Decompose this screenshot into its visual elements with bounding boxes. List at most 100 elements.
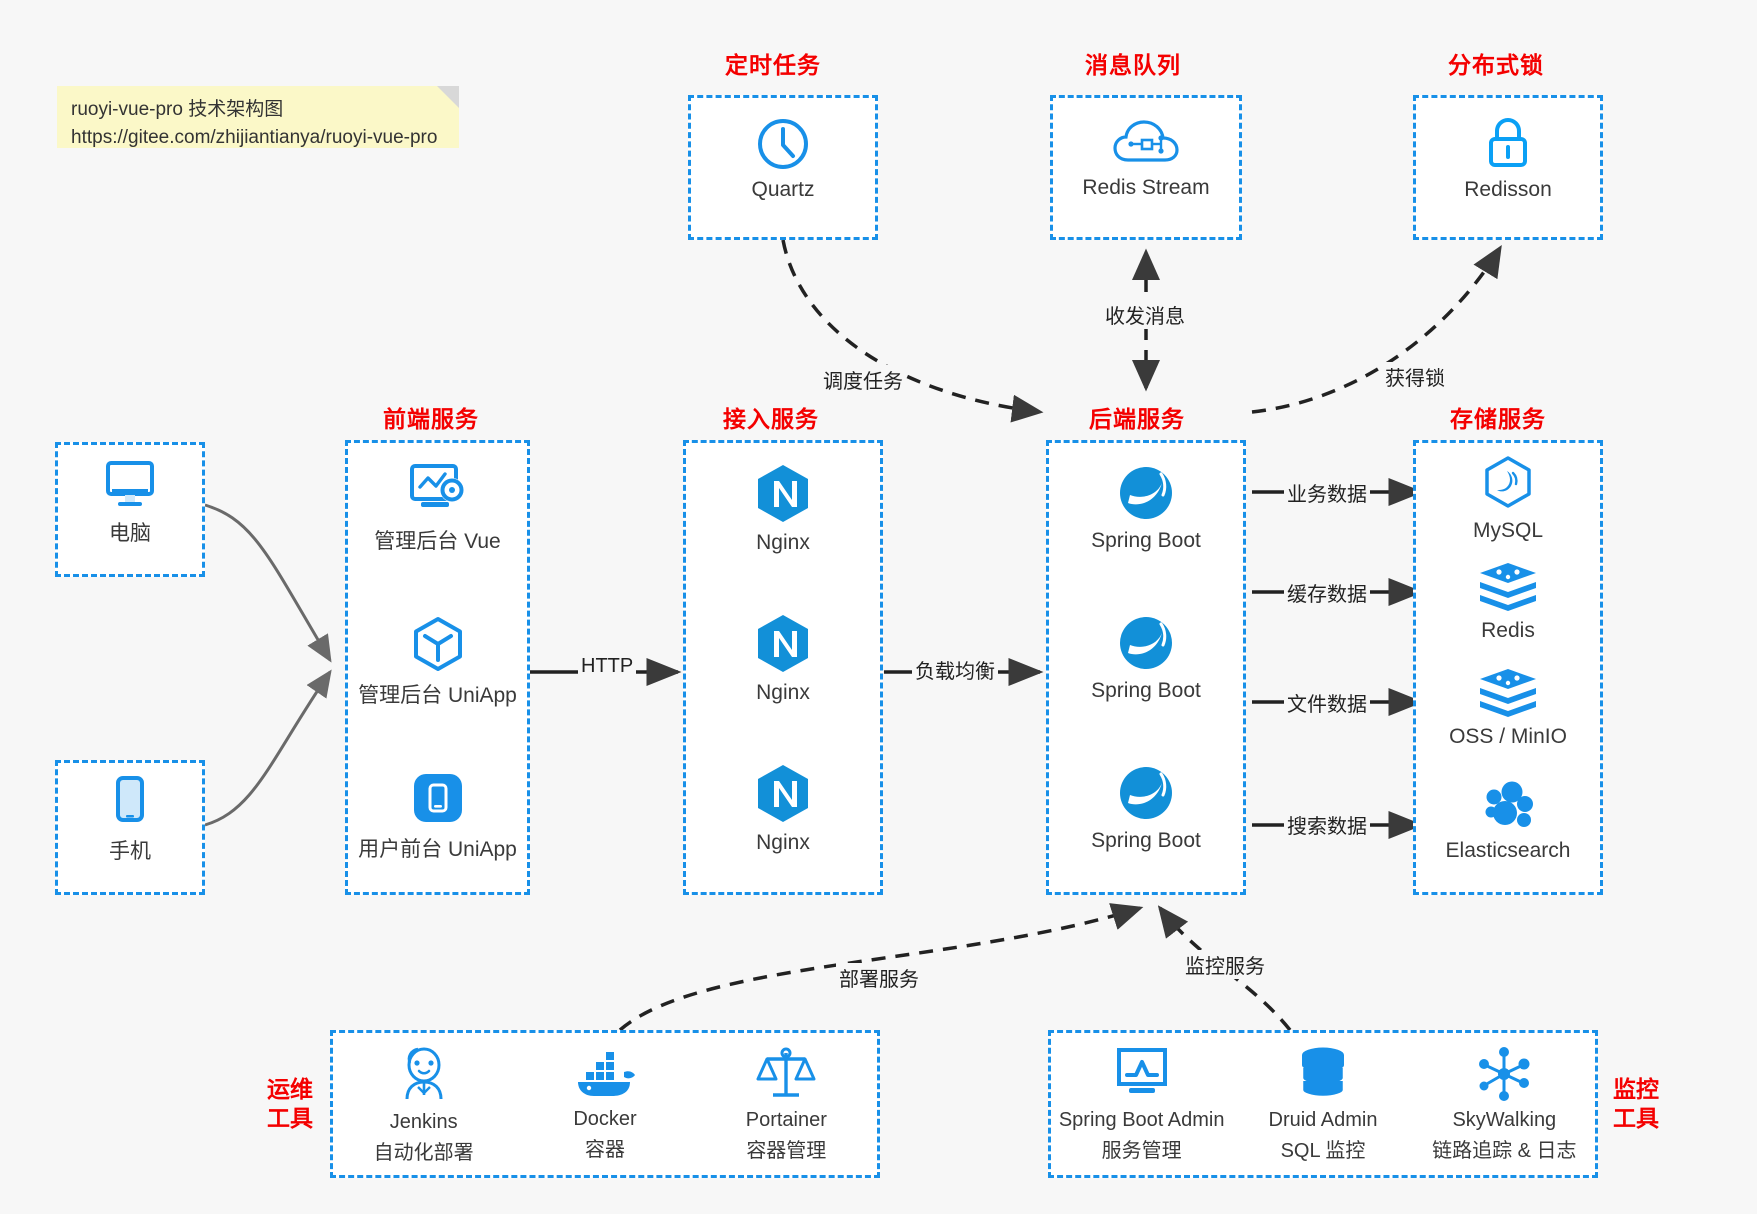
- node-quartz-label: Quartz: [751, 178, 815, 201]
- node-group-storage[interactable]: MySQL Redis OSS / MinIO: [1413, 440, 1603, 895]
- edge-label-search-data: 搜索数据: [1284, 810, 1370, 839]
- node-oss-minio-label: OSS / MinIO: [1449, 725, 1567, 748]
- node-nginx-3-label: Nginx: [756, 831, 810, 854]
- node-druid-admin[interactable]: Druid Admin SQL 监控: [1232, 1045, 1413, 1163]
- group-title-monitor: 监控 工具: [1613, 1076, 1659, 1131]
- dashboard-gear-icon: [409, 464, 464, 507]
- clock-icon: [758, 119, 808, 169]
- node-group-backend[interactable]: Spring Boot Spring Boot Spring Boot: [1046, 440, 1246, 895]
- node-computer[interactable]: 电脑: [55, 442, 205, 577]
- nginx-icon: [758, 615, 808, 672]
- database-icon: [1300, 1047, 1346, 1099]
- node-group-frontend[interactable]: 管理后台 Vue 管理后台 UniApp 用户前台 UniApp: [345, 440, 530, 895]
- node-portainer-label: Portainer: [745, 1109, 827, 1131]
- node-spring-boot-1[interactable]: Spring Boot: [1049, 463, 1243, 553]
- note-line-1: ruoyi-vue-pro 技术架构图: [71, 99, 284, 120]
- node-phone-label: 手机: [109, 840, 151, 863]
- edge-label-load-balance: 负载均衡: [912, 655, 998, 684]
- edge-label-file-data: 文件数据: [1284, 688, 1370, 717]
- node-spring-boot-admin-label: Spring Boot Admin: [1058, 1109, 1225, 1131]
- node-docker[interactable]: Docker 容器: [514, 1046, 695, 1162]
- monitor-icon: [106, 461, 154, 506]
- group-title-gateway: 接入服务: [723, 406, 819, 432]
- node-docker-sublabel: 容器: [584, 1139, 625, 1161]
- node-redisson-label: Redisson: [1464, 178, 1552, 201]
- node-admin-uniapp-label: 管理后台 UniApp: [358, 684, 517, 707]
- minio-icon: [1480, 669, 1536, 717]
- skywalking-icon: [1479, 1047, 1530, 1101]
- spring-boot-icon: [1120, 767, 1172, 819]
- node-nginx-3[interactable]: Nginx: [686, 763, 880, 855]
- group-title-frontend: 前端服务: [383, 406, 479, 432]
- node-group-devops[interactable]: Jenkins 自动化部署 Docker 容器: [330, 1030, 880, 1178]
- node-oss-minio[interactable]: OSS / MinIO: [1416, 667, 1600, 749]
- node-nginx-2[interactable]: Nginx: [686, 613, 880, 705]
- node-spring-boot-admin-sublabel: 服务管理: [1101, 1140, 1182, 1162]
- cloud-network-icon: [1113, 120, 1179, 162]
- group-title-lock: 分布式锁: [1448, 52, 1544, 78]
- node-group-gateway[interactable]: Nginx Nginx Nginx: [683, 440, 883, 895]
- node-spring-boot-admin[interactable]: Spring Boot Admin 服务管理: [1051, 1045, 1232, 1163]
- node-computer-body: 电脑: [58, 459, 202, 547]
- node-group-scheduler[interactable]: Quartz: [688, 95, 878, 240]
- node-nginx-1-label: Nginx: [756, 531, 810, 554]
- node-redisson[interactable]: Redisson: [1416, 116, 1600, 202]
- note-line-2: https://gitee.com/zhijiantianya/ruoyi-vu…: [71, 126, 438, 148]
- node-jenkins-label: Jenkins: [389, 1111, 458, 1133]
- node-nginx-2-label: Nginx: [756, 681, 810, 704]
- node-group-mq[interactable]: Redis Stream: [1050, 95, 1242, 240]
- portainer-icon: [756, 1047, 816, 1097]
- jenkins-icon: [405, 1047, 443, 1100]
- node-phone[interactable]: 手机: [55, 760, 205, 895]
- edge-label-schedule-task: 调度任务: [820, 365, 906, 394]
- nginx-icon: [758, 765, 808, 822]
- edge-label-deploy-service: 部署服务: [836, 963, 922, 992]
- group-title-scheduler: 定时任务: [725, 52, 821, 78]
- spring-boot-icon: [1120, 617, 1172, 669]
- node-spring-boot-3[interactable]: Spring Boot: [1049, 763, 1243, 853]
- node-portainer[interactable]: Portainer 容器管理: [696, 1045, 877, 1163]
- redis-icon: [1480, 563, 1536, 611]
- node-quartz[interactable]: Quartz: [691, 116, 875, 202]
- node-group-monitor[interactable]: Spring Boot Admin 服务管理 Druid Admin SQL 监…: [1048, 1030, 1598, 1178]
- node-portainer-sublabel: 容器管理: [746, 1140, 827, 1162]
- node-jenkins-sublabel: 自动化部署: [373, 1142, 474, 1164]
- node-computer-label: 电脑: [109, 522, 151, 545]
- node-docker-label: Docker: [573, 1108, 637, 1130]
- spring-boot-icon: [1120, 467, 1172, 519]
- node-admin-uniapp[interactable]: 管理后台 UniApp: [348, 615, 527, 709]
- docker-icon: [577, 1052, 635, 1096]
- edge-label-http: HTTP: [578, 655, 637, 678]
- node-redis-stream[interactable]: Redis Stream: [1053, 118, 1239, 200]
- node-mysql[interactable]: MySQL: [1416, 455, 1600, 543]
- padlock-icon: [1489, 118, 1527, 167]
- node-user-uniapp[interactable]: 用户前台 UniApp: [348, 769, 527, 863]
- group-title-storage: 存储服务: [1450, 406, 1546, 432]
- node-elasticsearch[interactable]: Elasticsearch: [1416, 779, 1600, 863]
- node-mysql-label: MySQL: [1472, 519, 1543, 542]
- edge-label-acquire-lock: 获得锁: [1382, 362, 1448, 391]
- node-jenkins[interactable]: Jenkins 自动化部署: [333, 1043, 514, 1165]
- node-druid-admin-sublabel: SQL 监控: [1280, 1140, 1366, 1162]
- node-skywalking-sublabel: 链路追踪 & 日志: [1432, 1140, 1577, 1162]
- node-elasticsearch-label: Elasticsearch: [1445, 839, 1571, 862]
- elasticsearch-icon: [1485, 781, 1533, 827]
- edge-label-monitor-service: 监控服务: [1182, 950, 1268, 979]
- node-spring-boot-2-label: Spring Boot: [1091, 679, 1201, 702]
- node-spring-boot-2[interactable]: Spring Boot: [1049, 613, 1243, 703]
- group-title-mq: 消息队列: [1085, 52, 1181, 78]
- node-skywalking[interactable]: SkyWalking 链路追踪 & 日志: [1414, 1045, 1595, 1163]
- node-redis-stream-label: Redis Stream: [1082, 176, 1210, 199]
- node-nginx-1[interactable]: Nginx: [686, 463, 880, 555]
- node-group-lock[interactable]: Redisson: [1413, 95, 1603, 240]
- node-redis[interactable]: Redis: [1416, 561, 1600, 643]
- mysql-icon: [1485, 456, 1531, 508]
- diagram-note: ruoyi-vue-pro 技术架构图 https://gitee.com/zh…: [57, 86, 459, 148]
- cube-icon: [413, 617, 462, 671]
- node-admin-vue[interactable]: 管理后台 Vue: [348, 461, 527, 555]
- group-title-backend: 后端服务: [1089, 406, 1185, 432]
- node-phone-body: 手机: [58, 775, 202, 865]
- node-spring-boot-1-label: Spring Boot: [1091, 529, 1201, 552]
- node-skywalking-label: SkyWalking: [1452, 1109, 1557, 1131]
